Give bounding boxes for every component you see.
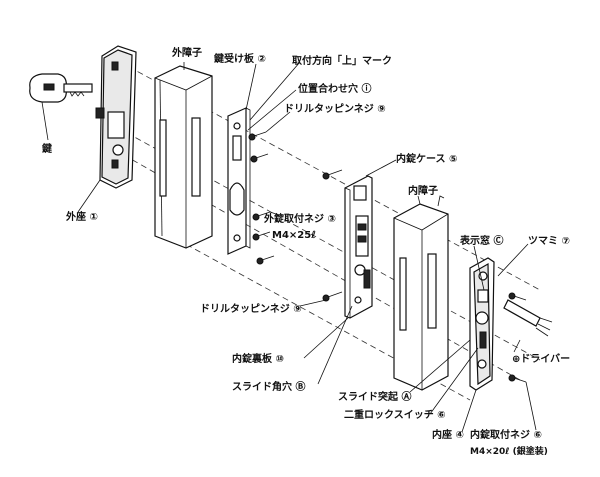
inner-back-plate-label: 内錠裏板 ⑩ xyxy=(232,352,284,365)
key-leader xyxy=(41,101,49,141)
slide-protrusion-leader xyxy=(409,339,471,393)
outer-frame-part xyxy=(154,65,213,249)
mount-direction-mark-label: 取付方向「上」マーク xyxy=(292,54,392,67)
drill-tapping-screw-bottom-label: ドリルタッピンネジ ⑨ xyxy=(200,303,302,315)
outer-seat-label: 外座 ① xyxy=(65,210,98,223)
knob-part xyxy=(503,299,553,337)
slide-square-hole-leader xyxy=(317,305,353,385)
screwdriver-leader xyxy=(513,339,521,353)
indicator-window-label: 表示窓 Ⓒ xyxy=(459,234,503,247)
outer-mount-screw-leader xyxy=(269,211,283,217)
indicator-window-leader xyxy=(473,245,485,291)
knob-leader xyxy=(497,243,529,277)
outer-mount-screw-size: M4×25ℓ xyxy=(272,230,316,241)
inner-frame-part xyxy=(393,195,449,391)
knob-label: ツマミ ⑦ xyxy=(528,235,570,247)
inner-seat-label: 内座 ④ xyxy=(432,428,464,441)
inner-case-part xyxy=(322,169,373,319)
inner-mount-screw-leader xyxy=(525,381,537,431)
inner-back-plate-leader xyxy=(303,317,349,359)
key-label: 鍵 xyxy=(42,142,52,155)
drill-tapping-screw-top xyxy=(248,131,275,265)
inner-case-label: 内錠ケース ⑤ xyxy=(396,152,457,165)
inner-seat-part xyxy=(469,257,495,391)
strike-plate-label: 鍵受け板 ② xyxy=(214,52,266,65)
alignment-hole-label: 位置合わせ穴 ⓘ xyxy=(298,82,371,95)
inner-frame-label: 内障子 xyxy=(408,184,438,197)
drill-tapping-screw-bottom xyxy=(322,291,343,302)
inner-seat-leader xyxy=(461,389,477,433)
inner-case-leader xyxy=(365,159,397,177)
drill-tapping-screw-top-label: ドリルタッピンネジ ⑨ xyxy=(284,103,386,115)
slide-square-hole-label: スライド角穴 Ⓑ xyxy=(232,380,305,393)
inner-mount-screw-size: M4×20ℓ (銀塗装) xyxy=(470,445,548,457)
outer-mount-screw-label: 外錠取付ネジ ③ xyxy=(263,212,336,225)
drill-screw-bottom-leader xyxy=(299,299,327,307)
double-lock-switch-label: 二重ロックスイッチ ⑥ xyxy=(344,408,446,421)
inner-mount-screws xyxy=(508,292,527,383)
drill-screw-top-leader xyxy=(265,111,291,133)
double-lock-switch-leader xyxy=(429,347,479,415)
outer-seat-leader xyxy=(77,179,101,213)
inner-mount-screw-label: 内錠取付ネジ ⑥ xyxy=(470,428,542,441)
outer-seat-part xyxy=(95,45,137,189)
outer-frame-label: 外障子 xyxy=(171,46,202,59)
mount-mark-leader xyxy=(249,61,301,121)
screwdriver-label: ⊕ドライバー xyxy=(512,353,570,365)
inner-frame-leader xyxy=(417,195,421,205)
slide-protrusion-label: スライド突起 Ⓐ xyxy=(338,390,411,403)
strike-plate-leader xyxy=(245,63,257,111)
strike-plate-part xyxy=(227,107,251,255)
key-illustration xyxy=(29,73,93,103)
alignment-hole-leader xyxy=(247,89,297,131)
